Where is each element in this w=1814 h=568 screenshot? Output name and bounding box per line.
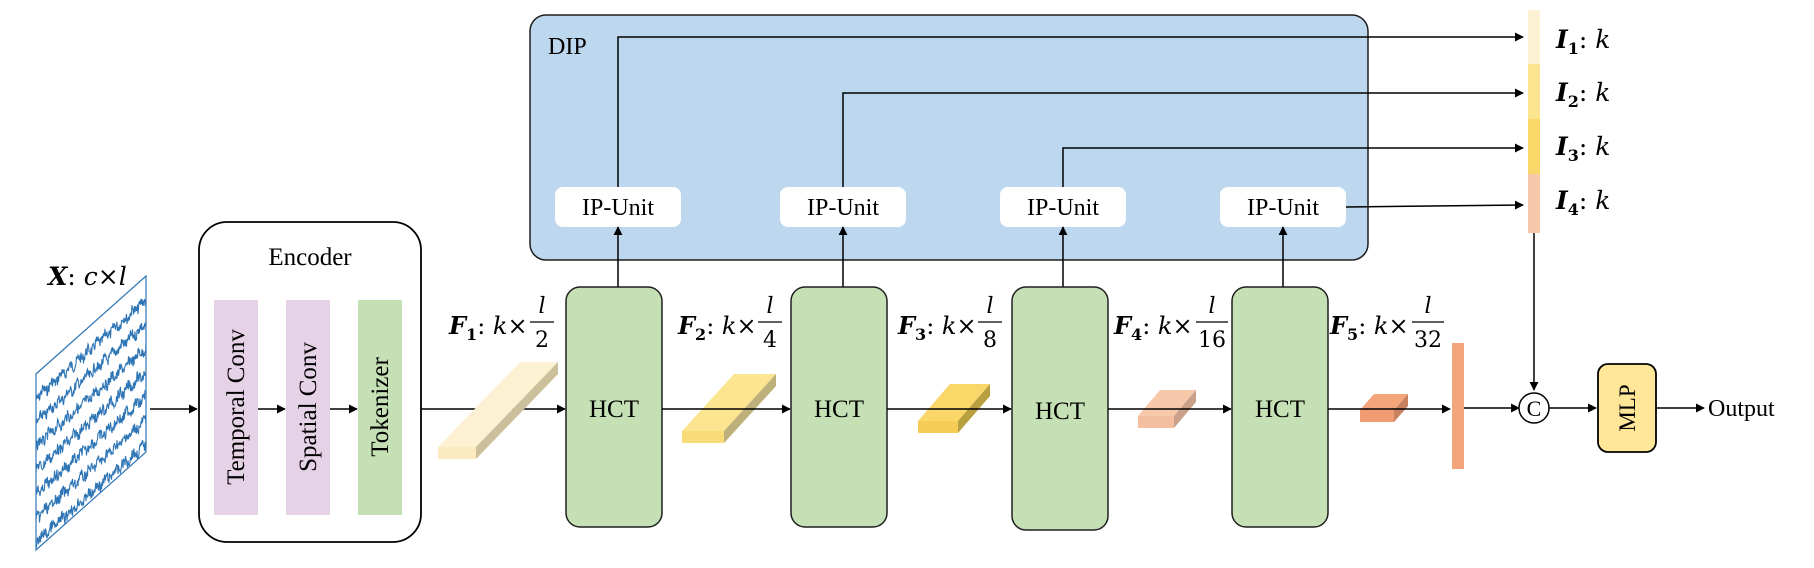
svg-text:F5: k×: F5: k× [1329,311,1409,344]
output-label-2: I2: k [1555,78,1610,111]
concat-node: C [1518,392,1550,424]
hct-block-2: HCT [790,286,888,528]
output-label-1: I1: k [1555,25,1610,58]
signal-trace [36,389,146,497]
concat-label: C [1527,396,1542,421]
svg-text:32: 32 [1414,328,1442,353]
svg-text:F1: k×: F1: k× [448,311,528,344]
feature-label-1: F1: k× l 2 [448,294,554,353]
svg-text:l: l [986,294,993,319]
svg-text:X: c×l: X: c×l [46,262,127,291]
svg-text:4: 4 [763,328,777,353]
svg-text:l: l [766,294,773,319]
hct-block-4: HCT [1231,286,1329,528]
ip-unit-4-label: IP-Unit [1247,195,1319,221]
output-segment-3 [1528,119,1540,174]
hct-block-3-label: HCT [1035,398,1085,425]
ip-unit-1: IP-Unit [555,187,681,227]
ip-unit-4-to-i4-line [1345,200,1524,210]
signal-trace [36,343,146,451]
ip-unit-1-to-i1-line [617,32,1524,187]
svg-text:8: 8 [983,328,997,353]
output-segment-2 [1528,64,1540,119]
input-signal [35,274,147,552]
svg-text:l: l [1208,294,1215,319]
hct-block-2-label: HCT [814,396,864,423]
signal-trace [36,320,146,425]
ip-unit-2-to-i2-line [842,88,1524,187]
hct-block-1-label: HCT [589,396,639,423]
feature-5-bar [1452,343,1464,469]
temporal-conv-label: Temporal Conv [223,329,250,485]
ip-unit-4: IP-Unit [1220,187,1346,227]
svg-text:2: 2 [535,328,549,353]
signal-trace [36,370,146,474]
tokenizer-block [358,300,402,515]
svg-text:I4: k: I4: k [1555,186,1610,219]
spatial-conv-label: Spatial Conv [295,342,322,472]
svg-text:I1: k: I1: k [1555,25,1610,58]
spatial-conv-block [286,300,330,515]
signal-trace [36,414,146,523]
output-segment-4 [1528,174,1540,233]
feature-label-5: F5: k× l 32 [1329,294,1444,353]
svg-text:F3: k×: F3: k× [897,311,977,344]
svg-text:F4: k×: F4: k× [1113,311,1193,344]
mlp-block: MLP [1597,363,1657,453]
ip-unit-2-label: IP-Unit [807,195,879,221]
feature-slab-1 [438,362,558,459]
mlp-label: MLP [1615,384,1640,431]
feature-label-3: F3: k× l 8 [897,294,1002,353]
feature-slab-5 [1360,394,1408,422]
hct-block-4-label: HCT [1255,396,1305,423]
feature-label-4: F4: k× l 16 [1113,294,1228,353]
svg-text:l: l [1424,294,1431,319]
output-label-3: I3: k [1555,132,1610,165]
signal-trace [36,439,146,548]
svg-text:l: l [538,294,545,319]
temporal-conv-block [214,300,258,515]
dip-panel [529,14,1369,261]
feature-label-2: F2: k× l 4 [677,294,782,353]
svg-text:16: 16 [1198,328,1226,353]
tokenizer-label: Tokenizer [367,357,394,457]
hct-block-1: HCT [565,286,663,528]
output-label: Output [1708,396,1775,422]
svg-text:I2: k: I2: k [1555,78,1610,111]
dip-title: DIP [548,34,587,60]
signal-trace [36,298,146,401]
encoder-title: Encoder [268,244,352,271]
input-label: X: c×l [46,262,127,291]
svg-text:I3: k: I3: k [1555,132,1610,165]
hct-block-3: HCT [1011,286,1109,531]
ip-unit-1-label: IP-Unit [582,195,654,221]
ip-unit-2: IP-Unit [780,187,906,227]
output-segment-1 [1528,10,1540,64]
svg-text:F2: k×: F2: k× [677,311,757,344]
ip-unit-3: IP-Unit [1000,187,1126,227]
ip-unit-3-label: IP-Unit [1027,195,1099,221]
output-label-4: I4: k [1555,186,1610,219]
ip-unit-3-to-i3-line [1062,143,1524,187]
